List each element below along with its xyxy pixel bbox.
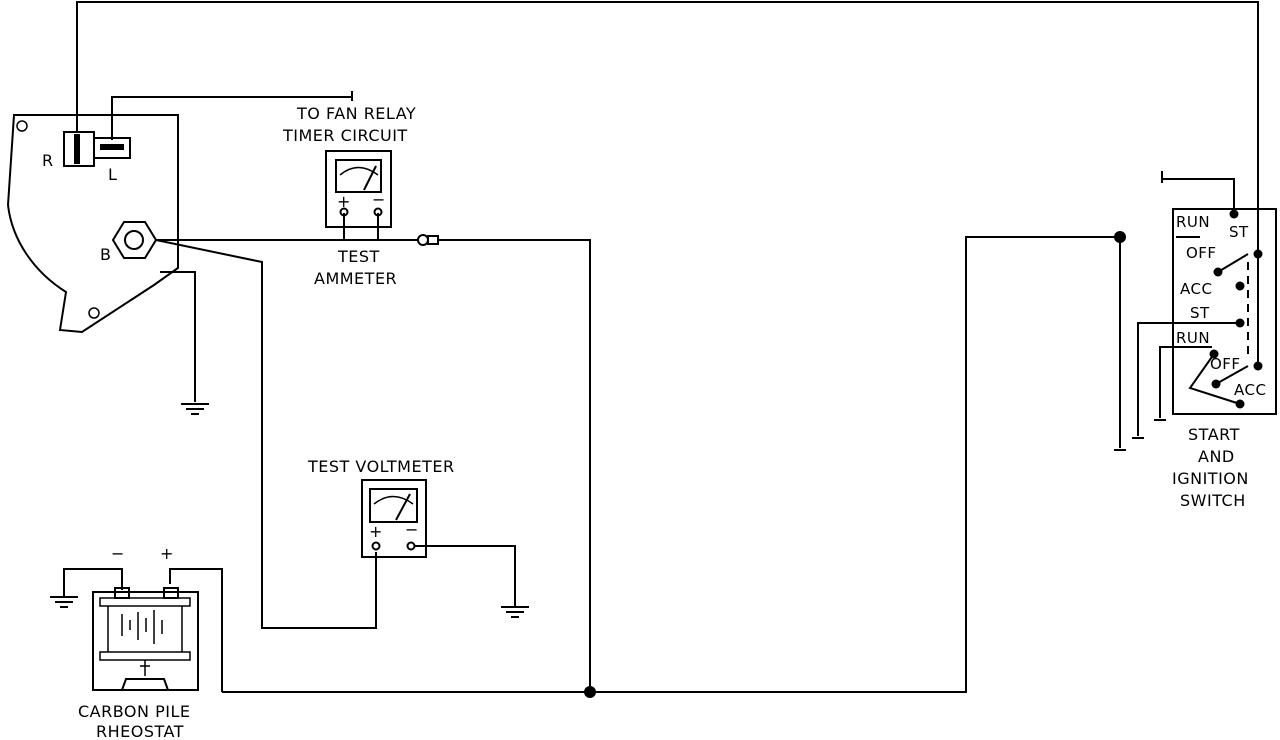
- ammeter-minus-terminal: [373, 207, 383, 217]
- wiring: [63, 1, 1259, 698]
- voltmeter-needle: [395, 493, 411, 521]
- rheostat-label-line1: CARBON PILE: [78, 702, 190, 721]
- terminal-l-label: L: [108, 165, 117, 184]
- fan-relay-label-line1: TO FAN RELAY: [296, 104, 416, 123]
- ground-rheostat: [50, 596, 78, 608]
- inline-connector: [417, 234, 439, 246]
- voltmeter-minus-label: −: [405, 520, 419, 539]
- switch-label-line1: START: [1188, 425, 1240, 444]
- junction-dot: [584, 686, 596, 698]
- terminal-b-label: B: [100, 245, 111, 264]
- fan-relay-label-line2: TIMER CIRCUIT: [282, 126, 408, 145]
- start-ignition-switch: [1114, 171, 1277, 451]
- alternator-housing: [6, 114, 179, 334]
- wire-r-to-switch: [76, 1, 1259, 368]
- ammeter-plus-terminal: [339, 207, 349, 217]
- alternator-mount-hole: [16, 120, 28, 132]
- wire-rheostat-minus: [63, 568, 123, 596]
- switch-label-line4: SWITCH: [1180, 491, 1246, 510]
- rheostat-label-line2: RHEOSTAT: [96, 722, 184, 740]
- switch-upper-off: OFF: [1186, 244, 1217, 262]
- switch-label-line3: IGNITION: [1172, 469, 1249, 488]
- rheostat-minus-label: −: [111, 544, 125, 563]
- switch-lower-st: ST: [1190, 304, 1210, 322]
- switch-label-line2: AND: [1198, 447, 1235, 466]
- wire-b-to-voltmeter: [155, 239, 377, 629]
- l-terminal-blade: [100, 144, 124, 150]
- ammeter-plus-label: +: [337, 192, 351, 211]
- ground-voltmeter: [501, 606, 529, 618]
- alternator-mount-hole: [88, 307, 100, 319]
- b-terminal-nut: [111, 221, 158, 259]
- switch-upper-st: ST: [1229, 223, 1249, 241]
- switch-lower-acc: ACC: [1234, 381, 1266, 399]
- test-voltmeter: + −: [361, 479, 427, 558]
- ammeter-needle: [363, 165, 377, 191]
- ground-alternator: [181, 403, 209, 415]
- rheostat-knob: [120, 678, 170, 691]
- ammeter-minus-label: −: [372, 190, 386, 209]
- carbon-pile-rheostat: [92, 587, 199, 691]
- voltmeter-case: [361, 479, 427, 558]
- r-terminal-blade: [74, 134, 80, 164]
- voltmeter-plus-label: +: [369, 522, 383, 541]
- ammeter-label-line2: AMMETER: [314, 269, 397, 288]
- alternator: R L B: [6, 114, 179, 334]
- ammeter-dial: [335, 159, 382, 193]
- switch-upper-acc: ACC: [1180, 280, 1212, 298]
- terminal-r-label: R: [42, 151, 54, 170]
- wire-voltmeter-ground: [415, 545, 516, 606]
- ammeter-case: [325, 150, 392, 228]
- switch-lower-off: OFF: [1210, 355, 1241, 373]
- switch-upper-run: RUN: [1176, 213, 1210, 231]
- wire-alternator-ground: [160, 271, 196, 402]
- wire-l-to-fan-relay: [111, 96, 352, 140]
- wire-ammeter-to-bottom: [438, 239, 591, 692]
- wire-rheostat-plus: [169, 568, 223, 692]
- b-terminal-stud: [124, 230, 144, 250]
- voltmeter-dial: [369, 488, 418, 523]
- rheostat-plus-label: +: [160, 544, 174, 563]
- ammeter-label-line1: TEST: [337, 247, 380, 266]
- voltmeter-title: TEST VOLTMETER: [307, 457, 455, 476]
- voltmeter-minus-terminal: [406, 541, 416, 551]
- test-ammeter: + −: [325, 150, 392, 228]
- switch-lower-run: RUN: [1176, 329, 1210, 347]
- voltmeter-plus-terminal: [371, 541, 381, 551]
- switch-body: [1172, 208, 1277, 415]
